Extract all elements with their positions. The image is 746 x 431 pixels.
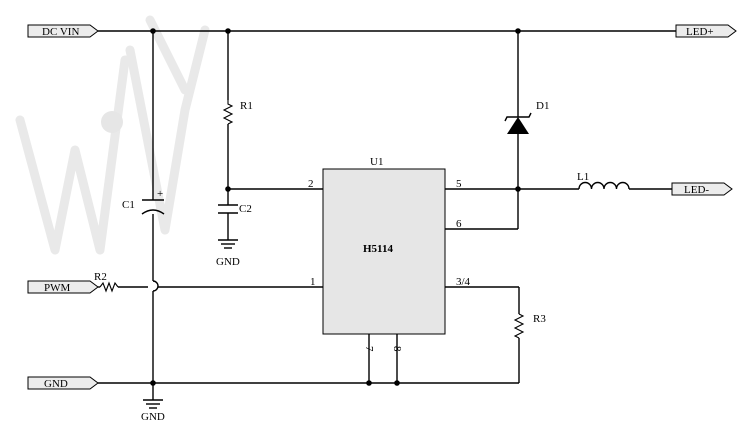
resistor-r2: R2 (94, 271, 119, 293)
pin-6-label: 6 (456, 218, 462, 230)
junctions (150, 28, 521, 386)
port-gnd-label: GND (44, 378, 68, 390)
r2-label: R2 (94, 271, 107, 283)
port-gnd: GND (27, 376, 99, 390)
r3-label: R3 (533, 313, 546, 325)
pin-34-label: 3/4 (456, 276, 471, 288)
pin-2-label: 2 (308, 178, 314, 190)
inductor-l1: L1 (577, 171, 630, 190)
capacitor-c1: + C1 (122, 188, 165, 215)
ground-main: GND (141, 399, 165, 423)
capacitor-c2: C2 (218, 203, 252, 215)
resistor-r1: R1 (222, 100, 253, 125)
port-pwm-label: PWM (44, 282, 71, 294)
u1-ref-label: U1 (370, 156, 383, 168)
pin-1-label: 1 (310, 276, 316, 288)
wires (98, 30, 676, 400)
port-dc-vin: DC VIN (27, 24, 99, 38)
port-dc-vin-label: DC VIN (42, 26, 79, 38)
pin-8-label: 8 (391, 346, 403, 352)
port-led-plus-label: LED+ (686, 26, 714, 38)
c2-label: C2 (239, 203, 252, 215)
port-led-plus: LED+ (675, 24, 737, 38)
d1-label: D1 (536, 100, 549, 112)
r1-label: R1 (240, 100, 253, 112)
ground-c2-label: GND (216, 256, 240, 268)
ground-main-label: GND (141, 411, 165, 423)
ic-u1: U1 H5114 2 1 5 6 3/4 7 8 (308, 156, 471, 352)
port-pwm: PWM (27, 280, 99, 294)
watermark (15, 15, 210, 255)
pin-7-label: 7 (363, 346, 375, 352)
l1-label: L1 (577, 171, 589, 183)
diode-d1: D1 (504, 100, 549, 134)
u1-part-label: H5114 (363, 243, 393, 255)
pin-5-label: 5 (456, 178, 462, 190)
port-led-minus-label: LED- (684, 184, 709, 196)
c1-polarity: + (157, 188, 163, 200)
port-led-minus: LED- (671, 182, 733, 196)
resistor-r3: R3 (513, 313, 546, 339)
ground-c2: GND (216, 239, 240, 268)
c1-label: C1 (122, 199, 135, 211)
